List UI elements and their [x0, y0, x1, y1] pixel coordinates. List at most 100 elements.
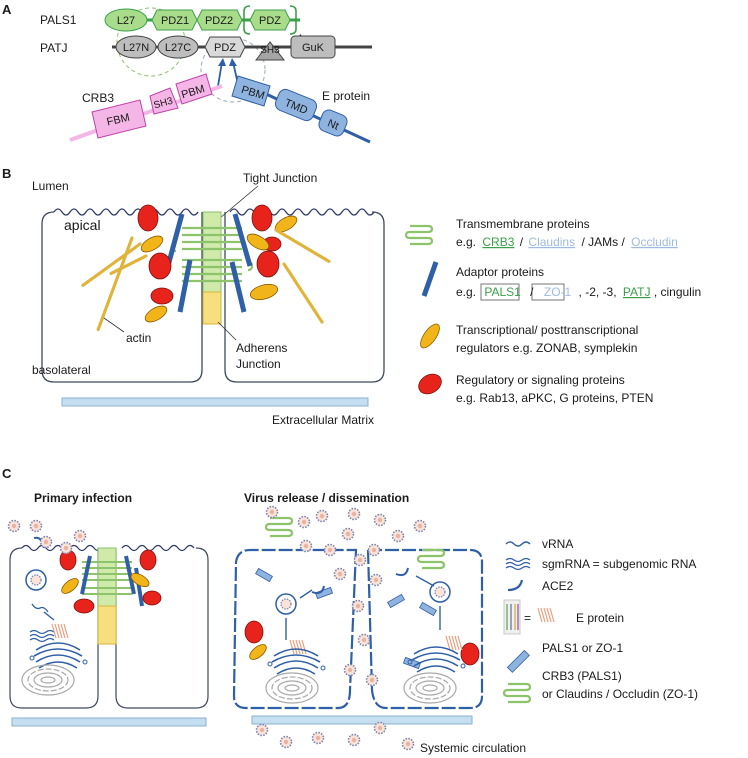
legend-sgmrna: sgmRNA = subgenomic RNA [542, 557, 696, 571]
legend-pals1-zo1: PALS1 or ZO-1 [542, 641, 623, 655]
adherens-junction-column [202, 291, 222, 325]
primary-vrna [31, 603, 49, 613]
release-signaling-1 [244, 620, 264, 644]
primary-er [21, 664, 75, 696]
patj-pdz-label: PDZ [214, 42, 236, 54]
apical-membrane-left [53, 208, 199, 216]
legend-signaling-icon [418, 373, 442, 395]
release-e-protein-left [289, 639, 307, 655]
release-right-cell [366, 548, 484, 710]
release-adaptors [255, 567, 437, 670]
primary-ecm [11, 717, 207, 727]
release-endosome-left [275, 593, 297, 615]
legend-e-protein-icon [503, 599, 555, 635]
panel-b: B Lumen Tight Junction apical basolatera… [2, 166, 701, 427]
patj-pdz-domain [204, 36, 246, 58]
release-er-right [403, 672, 457, 704]
legend-ad-pals1: PALS1 [484, 285, 521, 299]
panel-c-legend: vRNA sgmRNA = subgenomic RNA ACE2 = E pr… [502, 537, 698, 704]
legend-rs-line2: e.g. Rab13, aPKC, G proteins, PTEN [456, 391, 653, 405]
legend-tm-claudins: Claudins [528, 235, 575, 249]
panel-b-legend: Transmembrane proteins e.g. CRB3 / Claud… [404, 217, 701, 405]
right-cell-outline [224, 211, 385, 383]
legend-pals1-zo1-icon [506, 649, 530, 673]
legend-tm-jams: / JAMs / [581, 235, 625, 249]
legend-e-equals: = [524, 611, 531, 625]
crb3-label: CRB3 [82, 91, 114, 105]
adaptor-proteins [165, 213, 253, 313]
pals1-label: PALS1 [40, 13, 77, 27]
release-ace2-right [395, 567, 409, 577]
crb3-sh3-label: SH3 [153, 96, 175, 112]
primary-endosome [25, 569, 47, 591]
pals1-pdz-domain [249, 9, 291, 31]
panel-a-letter: A [2, 2, 12, 17]
primary-infection-title: Primary infection [34, 491, 132, 505]
panel-b-letter: B [2, 166, 11, 181]
e-tmd-domain [274, 88, 318, 122]
primary-e-protein [51, 623, 69, 639]
legend-ad-eg: e.g. [456, 285, 476, 299]
primary-left-cell [9, 547, 99, 709]
legend-tm-eg: e.g. [456, 235, 476, 249]
primary-right-cell [115, 547, 209, 709]
legend-transmembrane-icon [404, 224, 434, 246]
legend-tm-crb3: CRB3 [482, 235, 514, 249]
apical-membrane-right [229, 208, 375, 216]
legend-ace2: ACE2 [542, 579, 574, 593]
actin-filaments [80, 228, 332, 332]
panel-c-letter: C [2, 466, 12, 481]
legend-tr-line2: regulators e.g. ZONAB, symplekin [456, 341, 637, 355]
release-ecm [251, 715, 473, 725]
extracellular-matrix [61, 397, 369, 407]
systemic-virions [255, 721, 415, 751]
legend-ad-examples: e.g. PALS1 / ZO-1 , -2, -3, PATJ , cingu… [456, 285, 701, 299]
primary-signaling [59, 549, 162, 614]
primary-right-apical [121, 544, 195, 552]
pals1-pdz2-domain [196, 9, 243, 31]
patj-l27n-label: L27N [123, 42, 149, 54]
legend-tm-slash: / [520, 235, 524, 249]
pals1-pdz-label: PDZ [259, 15, 281, 27]
legend-ad-patj: PATJ [623, 285, 651, 299]
tight-junction-label: Tight Junction [243, 171, 317, 185]
apical-label: apical [64, 217, 101, 233]
legend-regulator-icon [420, 323, 440, 349]
release-regulator-1 [249, 644, 267, 660]
e-nt-label: Nt [326, 117, 341, 132]
primary-adherens-junction [97, 605, 117, 645]
patj-l27c-label: L27C [165, 42, 191, 54]
release-signaling-2 [460, 642, 480, 666]
virus-release-title: Virus release / dissemination [244, 491, 409, 505]
legend-ad-rest1: , -2, -3, [579, 285, 617, 299]
panel-c: C Primary infection Virus release / diss… [2, 466, 698, 755]
release-exit-arrow-right [415, 575, 435, 587]
patj-l27c-domain [157, 35, 199, 59]
pals1-pdz1-label: PDZ1 [161, 15, 189, 27]
legend-ad-rest2: , cingulin [654, 285, 701, 299]
release-left-cell [232, 548, 358, 710]
adherens-pointer [217, 321, 237, 341]
crb3-fbm-label: FBM [106, 112, 131, 129]
legend-tm-title: Transmembrane proteins [456, 217, 590, 231]
basolateral-label: basolateral [32, 363, 91, 377]
e-protein-label: E protein [322, 89, 370, 103]
legend-crb3-line2: or Claudins / Occludin (ZO-1) [542, 687, 698, 701]
primary-sgmrna [29, 629, 55, 643]
panel-a: A PALS1 PATJ L27 PDZ1 PDZ2 PDZ 4 L27N L2… [2, 2, 372, 144]
release-ace2-left [311, 585, 325, 595]
legend-adaptor-icon [421, 261, 439, 297]
release-er-left [265, 672, 319, 704]
transcriptional-regulators [140, 215, 298, 323]
primary-vrna-arrow [43, 611, 55, 621]
patj-sh3-label: SH3 [260, 45, 280, 56]
actin-pointer [103, 317, 125, 333]
primary-tm-proteins [82, 561, 132, 595]
ecm-label: Extracellular Matrix [272, 413, 374, 427]
crb3-sh3-domain [149, 87, 179, 115]
crb3-pbm-domain [175, 73, 213, 105]
legend-ad-title: Adaptor proteins [456, 265, 544, 279]
release-crb3-left [264, 516, 294, 538]
adherens-label-line1: Adherens [236, 341, 287, 355]
